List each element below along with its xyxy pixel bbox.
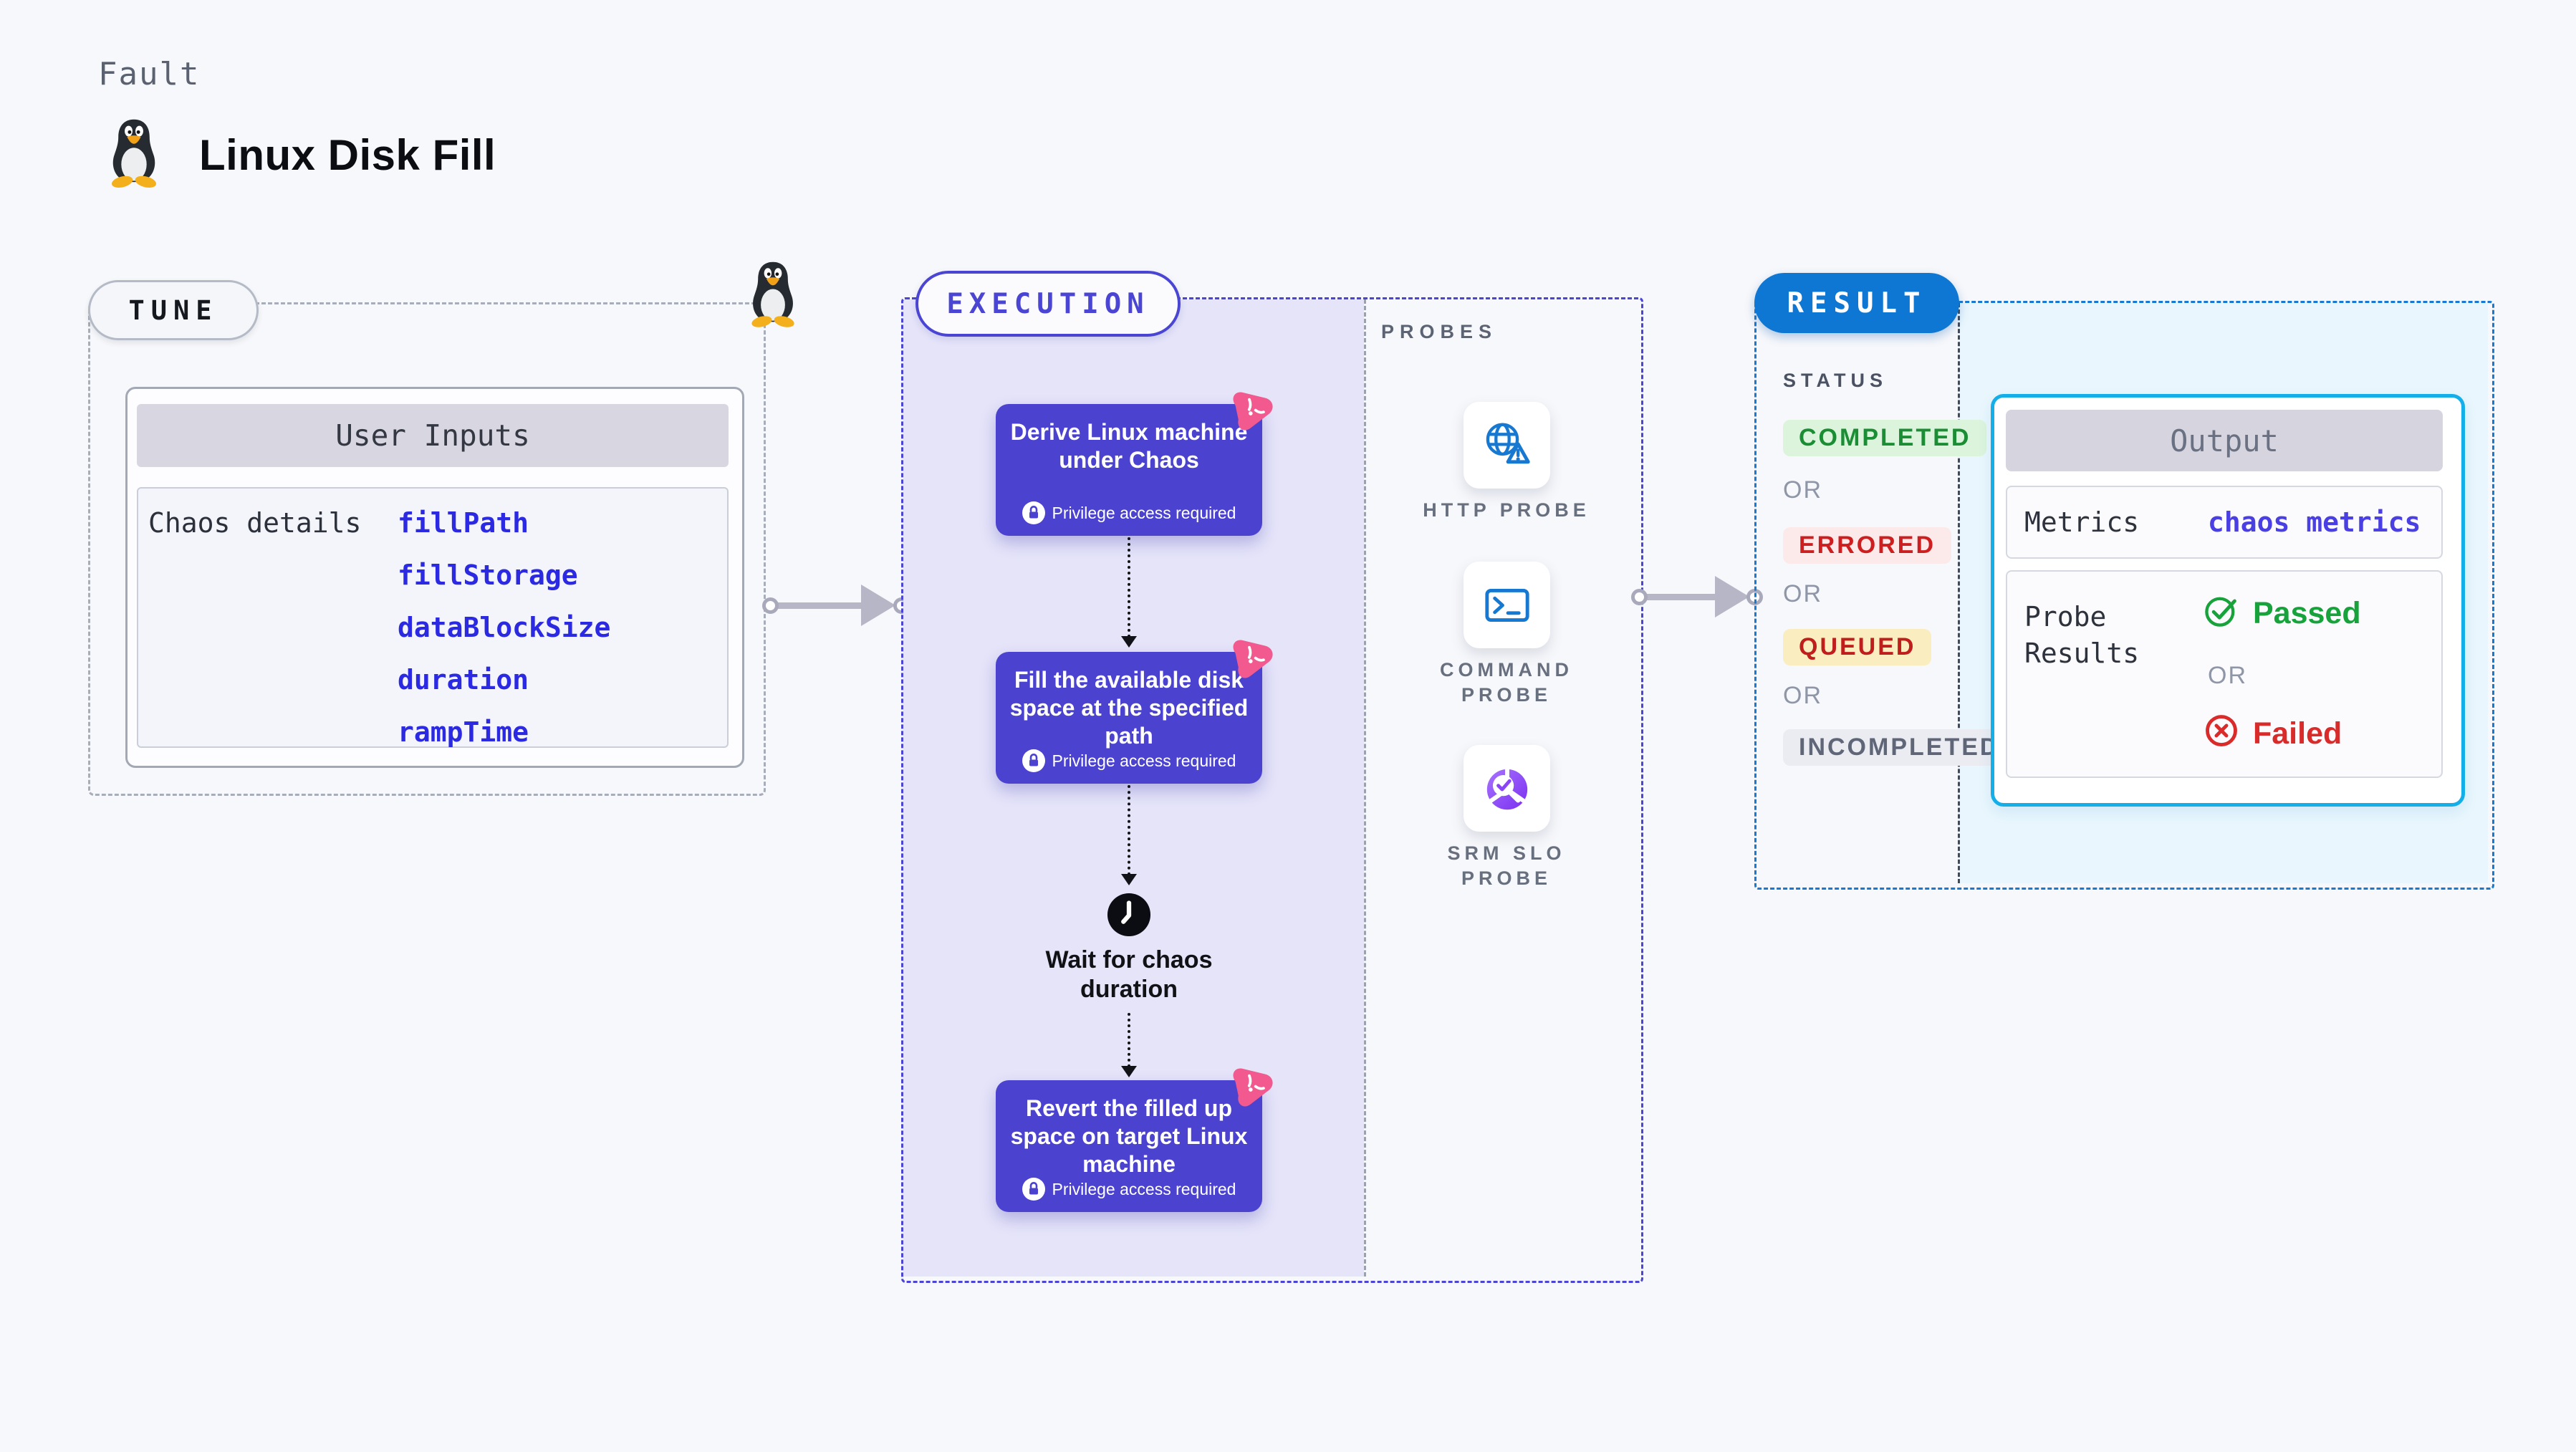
result-section-box (1754, 301, 2494, 890)
metrics-label: Metrics (2024, 506, 2140, 538)
connector-dot-icon (762, 597, 779, 614)
wait-for-chaos-label: Wait for chaos duration (1045, 946, 1213, 1004)
http-probe-card (1464, 402, 1550, 489)
tux-penguin-icon (105, 117, 163, 188)
failed-x-icon (2203, 712, 2240, 749)
execution-probes-divider (1364, 299, 1366, 1276)
step-derive-machine: Derive Linux machine under Chaos Privile… (996, 392, 1273, 536)
connector-arrow-icon (1121, 636, 1137, 648)
page-title: Linux Disk Fill (199, 131, 496, 179)
execution-section-box (901, 297, 1643, 1283)
privilege-badge-text: Privilege access required (1052, 1179, 1236, 1198)
connector-arrow-icon (1121, 1066, 1137, 1077)
step-title: Derive Linux machine under Chaos (1010, 419, 1248, 473)
result-divider (1958, 303, 1960, 883)
command-probe-label: COMMAND PROBE (1440, 659, 1573, 706)
metrics-row (2006, 486, 2443, 559)
connector-dot-icon (1631, 589, 1648, 605)
user-inputs-body (137, 487, 729, 748)
privilege-badge-text: Privilege access required (1052, 751, 1236, 770)
status-or-separator: OR (1783, 682, 1822, 709)
step-revert-space: Revert the filled up space on target Lin… (996, 1068, 1273, 1212)
passed-label: Passed (2253, 596, 2361, 630)
probe-results-label: Probe Results (2024, 601, 2140, 670)
status-or-separator: OR (1783, 476, 1822, 504)
litmus-chaos-icon (1227, 383, 1279, 436)
execution-to-result-arrow (1643, 594, 1718, 600)
step-connector (1128, 537, 1130, 638)
privilege-badge: Privilege access required (996, 1178, 1262, 1201)
tune-to-execution-arrow (775, 602, 864, 609)
http-probe-label: HTTP PROBE (1423, 499, 1590, 521)
status-badge-incompleted: INCOMPLETED (1783, 729, 2016, 766)
step-title: Revert the filled up space on target Lin… (1010, 1095, 1248, 1178)
status-badge-completed: COMPLETED (1783, 420, 1987, 456)
status-or-separator: OR (1783, 580, 1822, 607)
output-or-separator: OR (2208, 662, 2247, 689)
terminal-icon (1479, 577, 1535, 633)
param-link[interactable]: duration (398, 664, 529, 696)
globe-warning-icon (1479, 418, 1535, 473)
privilege-badge: Privilege access required (996, 501, 1262, 524)
step-connector (1128, 1013, 1130, 1067)
tune-section-label: TUNE (88, 280, 259, 340)
lock-icon (1022, 501, 1045, 524)
wait-clock-icon (1107, 893, 1151, 937)
passed-check-icon (2203, 592, 2240, 629)
tux-penguin-icon (745, 259, 801, 328)
slo-pie-check-icon (1479, 761, 1535, 817)
arrow-head-icon (861, 585, 895, 626)
connector-arrow-icon (1121, 874, 1137, 885)
chaos-details-label: Chaos details (148, 507, 362, 539)
user-inputs-header: User Inputs (137, 404, 729, 467)
lock-icon (1022, 1178, 1045, 1201)
tune-section-box (88, 302, 766, 796)
srm-slo-probe-label: SRM SLO PROBE (1447, 842, 1566, 890)
probes-section-label: PROBES (1381, 321, 1498, 342)
privilege-badge: Privilege access required (996, 749, 1262, 772)
chaos-metrics-link[interactable]: chaos metrics (2208, 506, 2421, 538)
privilege-badge-text: Privilege access required (1052, 503, 1236, 522)
param-link[interactable]: rampTime (398, 716, 529, 748)
param-link[interactable]: fillPath (398, 507, 529, 539)
param-link[interactable]: dataBlockSize (398, 612, 611, 643)
command-probe-card (1464, 562, 1550, 648)
result-section-label: RESULT (1754, 273, 1959, 333)
litmus-chaos-icon (1227, 1059, 1279, 1112)
output-header: Output (2006, 410, 2443, 471)
status-badge-errored: ERRORED (1783, 527, 1952, 564)
litmus-chaos-icon (1227, 631, 1279, 683)
step-connector (1128, 785, 1130, 875)
step-fill-disk: Fill the available disk space at the spe… (996, 640, 1273, 784)
param-list: fillPath fillStorage dataBlockSize durat… (398, 507, 610, 748)
lock-icon (1022, 749, 1045, 772)
step-title: Fill the available disk space at the spe… (1009, 667, 1249, 749)
failed-label: Failed (2253, 716, 2342, 751)
status-heading: STATUS (1783, 370, 1888, 391)
srm-slo-probe-card (1464, 745, 1550, 832)
status-badge-queued: QUEUED (1783, 629, 1932, 665)
fault-eyebrow: Fault (98, 56, 201, 92)
param-link[interactable]: fillStorage (398, 559, 578, 591)
execution-section-label: EXECUTION (915, 271, 1181, 337)
arrow-head-icon (1715, 576, 1749, 617)
